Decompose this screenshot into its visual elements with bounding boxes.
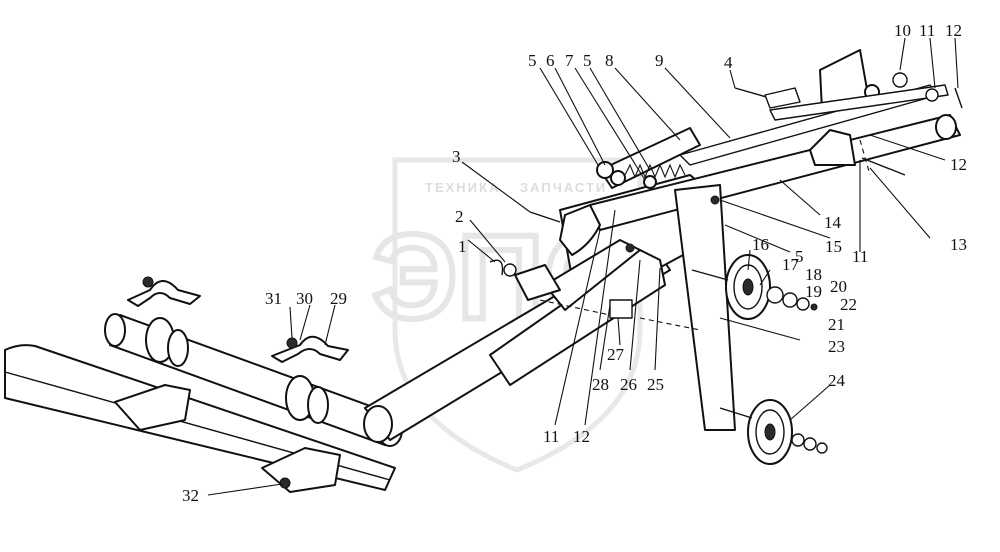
- callout-22: 22: [840, 295, 857, 314]
- assembly-lines: [539, 139, 871, 331]
- callout-2: 2: [455, 207, 464, 226]
- spring-coil: [624, 163, 686, 179]
- fasteners: [489, 195, 720, 301]
- callout-29: 29: [330, 289, 347, 308]
- callout-27: 27: [607, 345, 625, 364]
- callout-21: 21: [828, 315, 845, 334]
- callout-3: 3: [452, 147, 461, 166]
- callout-15: 15: [825, 237, 842, 256]
- pulley-upper-axle: [691, 269, 729, 281]
- cross-shaft-assembly: [104, 276, 403, 493]
- rod-cylinder: [599, 127, 701, 189]
- guard-plate-14: [809, 129, 856, 166]
- drawbar-tube-end: [363, 405, 393, 443]
- lower-nut: [816, 442, 828, 454]
- clamp-upper-left: [127, 280, 201, 307]
- roller-sleeve: [514, 264, 561, 301]
- dash-1: [539, 299, 611, 316]
- washer-10: [892, 72, 908, 88]
- callout-30: 30: [296, 289, 313, 308]
- callout-12-right: 12: [950, 155, 967, 174]
- washer-2: [503, 263, 517, 277]
- watermark-shield-icon: [392, 157, 643, 473]
- callout-11-top: 11: [919, 21, 935, 40]
- pulley-lower-axle: [719, 407, 753, 419]
- callout-32: 32: [182, 486, 199, 505]
- callout-4: 4: [724, 53, 733, 72]
- pulleys: [691, 254, 828, 465]
- bushing-right-2: [307, 386, 329, 424]
- callout-18: 18: [805, 265, 822, 284]
- callout-25: 25: [647, 375, 664, 394]
- nut-7: [643, 175, 657, 189]
- callout-14: 14: [824, 213, 842, 232]
- clamp-upper-right: [271, 335, 349, 363]
- callout-labels: 1 2 3 4 5 6 7 5 8 9 10 11 12 12 13 14 15…: [182, 21, 967, 505]
- dash-3: [859, 139, 871, 176]
- callout-26: 26: [620, 375, 637, 394]
- callout-31: 31: [265, 289, 282, 308]
- callout-12-top: 12: [945, 21, 962, 40]
- callout-10: 10: [894, 21, 911, 40]
- cross-shaft-end: [104, 313, 126, 347]
- cotter-22: [810, 303, 818, 311]
- lower-washer-1: [791, 433, 805, 447]
- bracket-bolt-lower: [279, 477, 291, 489]
- callout-19: 19: [805, 282, 822, 301]
- nut-20: [796, 297, 810, 311]
- pulley-lower-hub: [764, 423, 776, 441]
- bracket-arm-end: [935, 114, 957, 140]
- callout-5-top-left: 5: [528, 51, 537, 70]
- callout-1: 1: [458, 237, 467, 256]
- bolt-11-small: [625, 243, 635, 253]
- bushing-left-2: [167, 329, 189, 367]
- hook-plate: [559, 204, 601, 256]
- callout-5-right: 5: [795, 247, 804, 266]
- pin-13: [861, 157, 906, 176]
- lower-washer-2: [803, 437, 817, 451]
- callout-8: 8: [605, 51, 614, 70]
- shackle-4: [764, 87, 801, 109]
- bolt-4: [734, 87, 771, 99]
- callout-20: 20: [830, 277, 847, 296]
- cotter-12: [954, 87, 963, 109]
- washer-18: [766, 286, 784, 304]
- callout-23: 23: [828, 337, 845, 356]
- rod-eye-6: [596, 161, 614, 179]
- callout-28: 28: [592, 375, 609, 394]
- callout-16: 16: [752, 235, 769, 254]
- callout-17: 17: [782, 255, 800, 274]
- spring-rod: [596, 127, 701, 189]
- dash-2: [639, 317, 701, 331]
- bolt-3: [529, 211, 561, 223]
- rear-bracket: [679, 49, 963, 176]
- bracket-lower-left: [114, 384, 191, 431]
- central-bracket: [489, 114, 961, 431]
- clamp-bolt-right: [286, 337, 298, 349]
- callout-7: 7: [565, 51, 574, 70]
- bolt-5-small: [710, 195, 720, 205]
- watermark-text-right: ЗАПЧАСТИ: [520, 180, 607, 195]
- pulley-upper-hub: [742, 278, 754, 296]
- vertical-post: [674, 184, 736, 431]
- clamp-bolt-left: [142, 276, 154, 288]
- callout-12-bottom: 12: [573, 427, 590, 446]
- callout-24: 24: [828, 371, 846, 390]
- callout-11-bottom: 11: [543, 427, 559, 446]
- washer-19: [782, 292, 798, 308]
- rear-link-lower: [769, 84, 949, 121]
- callout-9: 9: [655, 51, 664, 70]
- leader-lines: [207, 37, 959, 496]
- plate-27: [609, 299, 633, 319]
- callout-6: 6: [546, 51, 555, 70]
- callout-11-right: 11: [852, 247, 868, 266]
- pin-1: [489, 259, 504, 276]
- callout-13: 13: [950, 235, 967, 254]
- bracket-leg-diagonal: [544, 239, 641, 311]
- rod-eye-5: [610, 170, 626, 186]
- watermark-text-left: ТЕХНИКА: [425, 180, 500, 195]
- callout-5-top-right: 5: [583, 51, 592, 70]
- washer-11: [925, 88, 939, 102]
